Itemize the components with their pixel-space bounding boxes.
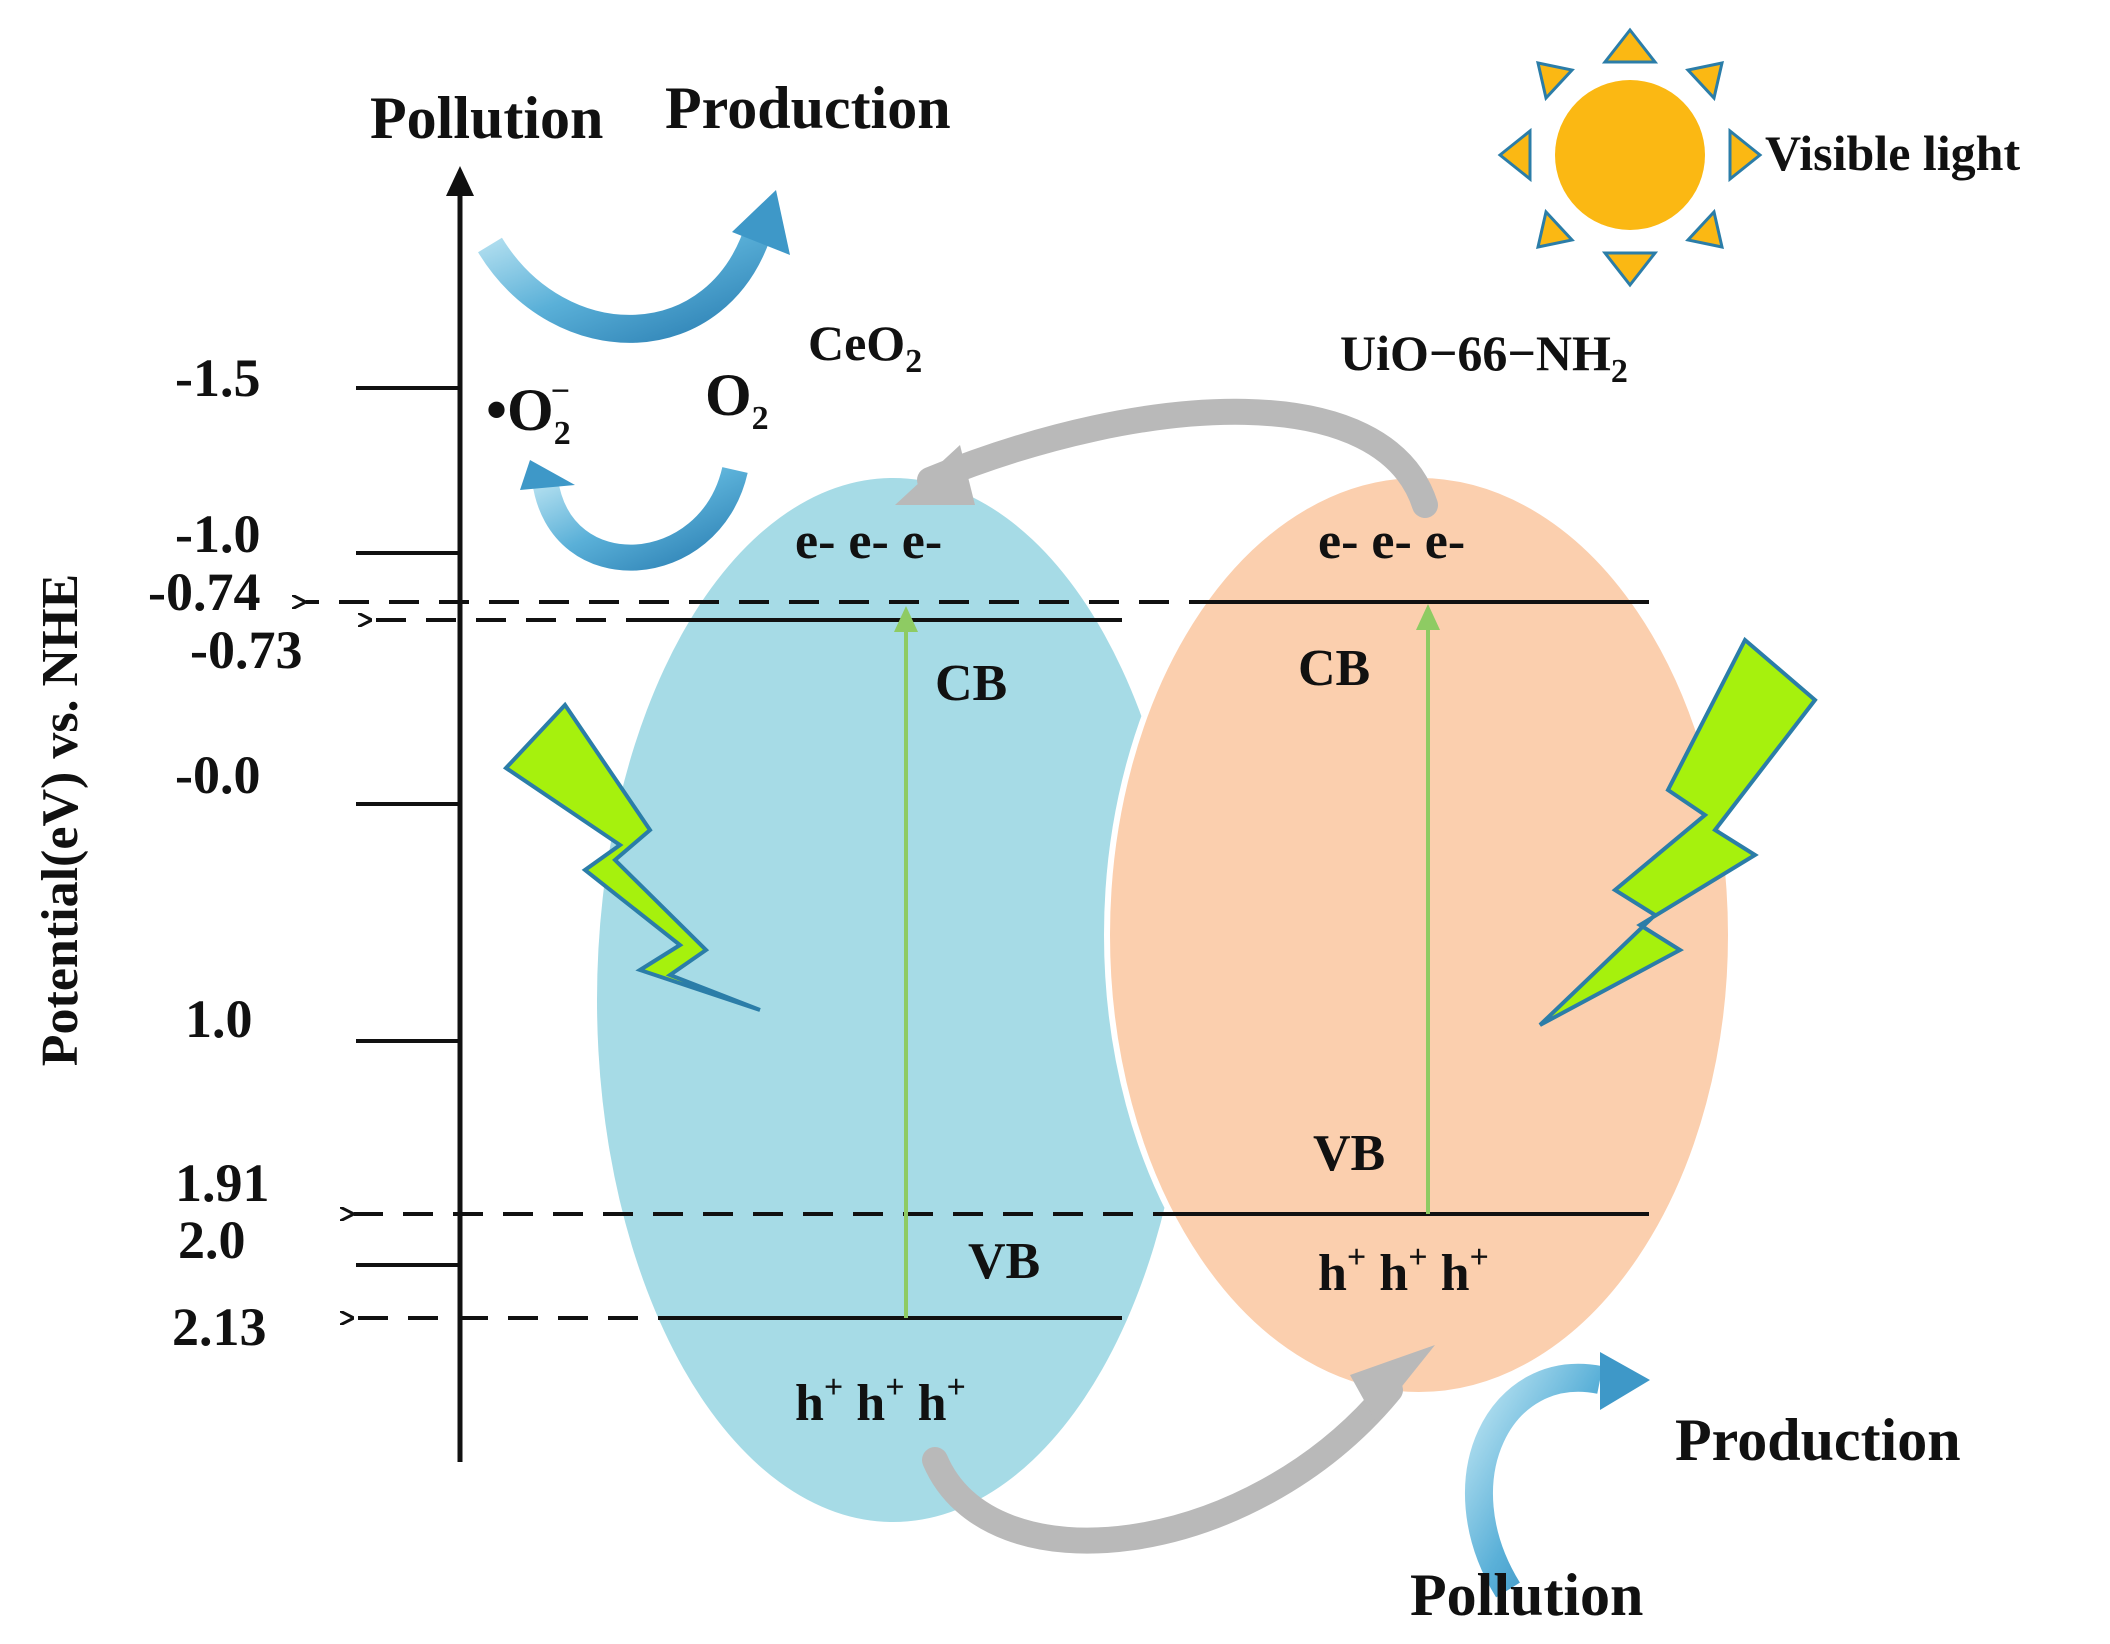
hole-transfer-arrow — [922, 1377, 1403, 1554]
ceo2-hole-3-sup: + — [947, 1369, 966, 1406]
oxygen-label: O2 — [705, 362, 769, 437]
ceo2-electrons-label: e- e- e- — [795, 513, 942, 570]
tick-label-2-0: 2.0 — [178, 1210, 246, 1270]
ceo2-name: CeO — [808, 315, 905, 371]
ceo2-hole-2: h — [856, 1375, 885, 1432]
uio-hole-3-sup: + — [1470, 1239, 1489, 1276]
ceo2-ellipse — [597, 478, 1189, 1522]
superoxide-cycle-arrow — [532, 466, 748, 571]
ceo2-subscript: 2 — [905, 343, 922, 380]
uio-name: UiO−66−NH — [1340, 325, 1611, 381]
top-pollution-label: Pollution — [370, 85, 603, 151]
ceo2-excitation-arrowhead — [894, 606, 918, 632]
uio-hole-2-sup: + — [1408, 1239, 1427, 1276]
uio-label: UiO−66−NH2 — [1340, 325, 1628, 390]
tick-label-neg1-0: -1.0 — [175, 504, 260, 564]
visible-light-label: Visible light — [1765, 125, 2020, 181]
uio-hole-1-sup: + — [1347, 1239, 1366, 1276]
y-axis-title: Potential(eV) vs. NHE — [32, 574, 89, 1066]
ceo2-cb-label: CB — [935, 655, 1007, 712]
ceo2-hole-1: h — [795, 1375, 824, 1432]
right-lightning-bolt-icon — [1538, 636, 1818, 1027]
uio-hole-1: h — [1318, 1245, 1347, 1302]
pollution-production-cycle-arrowhead — [732, 190, 790, 255]
electron-transfer-arrow — [917, 398, 1438, 518]
sun-icon — [1497, 27, 1763, 288]
bottom-pollution-label: Pollution — [1410, 1562, 1643, 1628]
bottom-production-label: Production — [1675, 1407, 1961, 1473]
level-label-uio-vb: 1.91 — [175, 1153, 270, 1213]
uio-hole-3: h — [1441, 1245, 1470, 1302]
pollution-production-cycle-arrow — [478, 220, 774, 343]
level-label-ceo2-cb: -0.73 — [190, 620, 302, 680]
uio-vb-label: VB — [1313, 1125, 1385, 1182]
ceo2-holes-label: h+ h+ h+ — [795, 1353, 966, 1432]
ceo2-hole-1-sup: + — [824, 1369, 843, 1406]
level-label-uio-cb: -0.74 — [148, 562, 260, 622]
tick-label-0: -0.0 — [175, 745, 260, 805]
bottom-cycle-arrow — [1464, 1364, 1603, 1598]
ceo2-hole-3: h — [918, 1375, 947, 1432]
tick-label-neg1-5: -1.5 — [175, 348, 260, 408]
left-lightning-bolt-icon — [502, 701, 761, 1012]
uio-subscript: 2 — [1611, 353, 1628, 390]
level-label-ceo2-vb: 2.13 — [172, 1297, 267, 1357]
top-production-label: Production — [665, 75, 951, 141]
superoxide-text: •O — [486, 377, 554, 443]
oxygen-text: O — [705, 362, 752, 428]
ceo2-label: CeO2 — [808, 315, 922, 380]
superoxide-superscript: − — [551, 373, 570, 410]
ceo2-vb-label: VB — [968, 1233, 1040, 1290]
hole-transfer-arrowhead — [1350, 1345, 1435, 1420]
superoxide-cycle-arrowhead — [520, 460, 575, 490]
bottom-cycle-arrowhead — [1600, 1352, 1650, 1410]
uio-cb-label: CB — [1298, 640, 1370, 697]
uio-excitation-arrowhead — [1416, 604, 1440, 630]
tick-label-1-0: 1.0 — [185, 989, 253, 1049]
potential-axis-arrowhead — [446, 166, 474, 196]
electron-transfer-arrowhead — [895, 445, 975, 505]
ceo2-hole-2-sup: + — [885, 1369, 904, 1406]
uio-hole-2: h — [1379, 1245, 1408, 1302]
oxygen-subscript: 2 — [752, 400, 769, 437]
superoxide-label: •O2 − — [486, 373, 571, 452]
uio-electrons-label: e- e- e- — [1318, 513, 1465, 570]
superoxide-subscript: 2 — [554, 415, 571, 452]
uio-holes-label: h+ h+ h+ — [1318, 1223, 1489, 1302]
